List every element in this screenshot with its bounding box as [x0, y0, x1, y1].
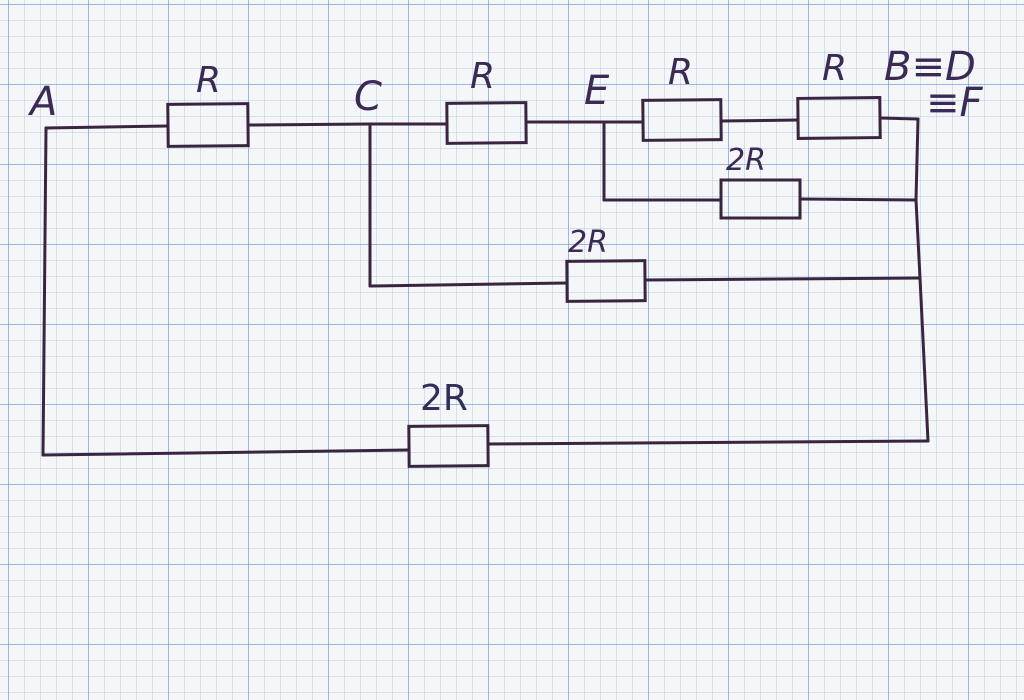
label-2r-bottom: 2R	[420, 378, 468, 419]
wire-r1-to-c	[246, 122, 372, 127]
node-label-a: A	[27, 79, 57, 125]
label-r-ac: R	[196, 60, 221, 101]
node-labels: A C E B≡D ≡F	[27, 44, 984, 126]
wire-2r-bottom-to-f	[486, 439, 930, 446]
resistor-c-e	[445, 101, 528, 145]
resistor-2r-mid	[565, 259, 647, 303]
wire-r4-to-f	[878, 116, 920, 121]
wire-2r-inner-to-f	[798, 197, 918, 202]
wire-f-right-vertical	[914, 117, 930, 443]
node-label-e-f: ≡F	[926, 80, 984, 126]
node-label-b-d: B≡D	[884, 44, 976, 90]
resistor-labels: R R R R 2R 2R 2R	[196, 48, 847, 419]
wire-c-to-2r-mid	[368, 281, 569, 288]
wire-a-to-2r-bottom	[41, 448, 411, 457]
wire-2r-mid-to-f	[643, 276, 922, 282]
wires	[41, 116, 930, 457]
label-r-e2: R	[822, 48, 847, 89]
label-r-ce: R	[470, 56, 495, 97]
resistor-a-c	[166, 102, 250, 148]
resistor-e-2	[796, 96, 882, 140]
resistors	[166, 96, 882, 468]
wire-a-left-vertical	[41, 126, 48, 457]
resistor-2r-inner	[719, 178, 802, 220]
label-r-e1: R	[668, 52, 693, 93]
node-label-e: E	[584, 68, 610, 114]
wire-a-to-r1	[44, 124, 170, 130]
label-2r-inner: 2R	[726, 143, 766, 178]
node-label-c: C	[354, 74, 382, 120]
label-2r-mid: 2R	[568, 225, 608, 260]
wire-r3-to-r4	[719, 118, 800, 123]
resistor-2r-bottom	[407, 424, 490, 468]
resistor-e-1	[641, 98, 723, 142]
